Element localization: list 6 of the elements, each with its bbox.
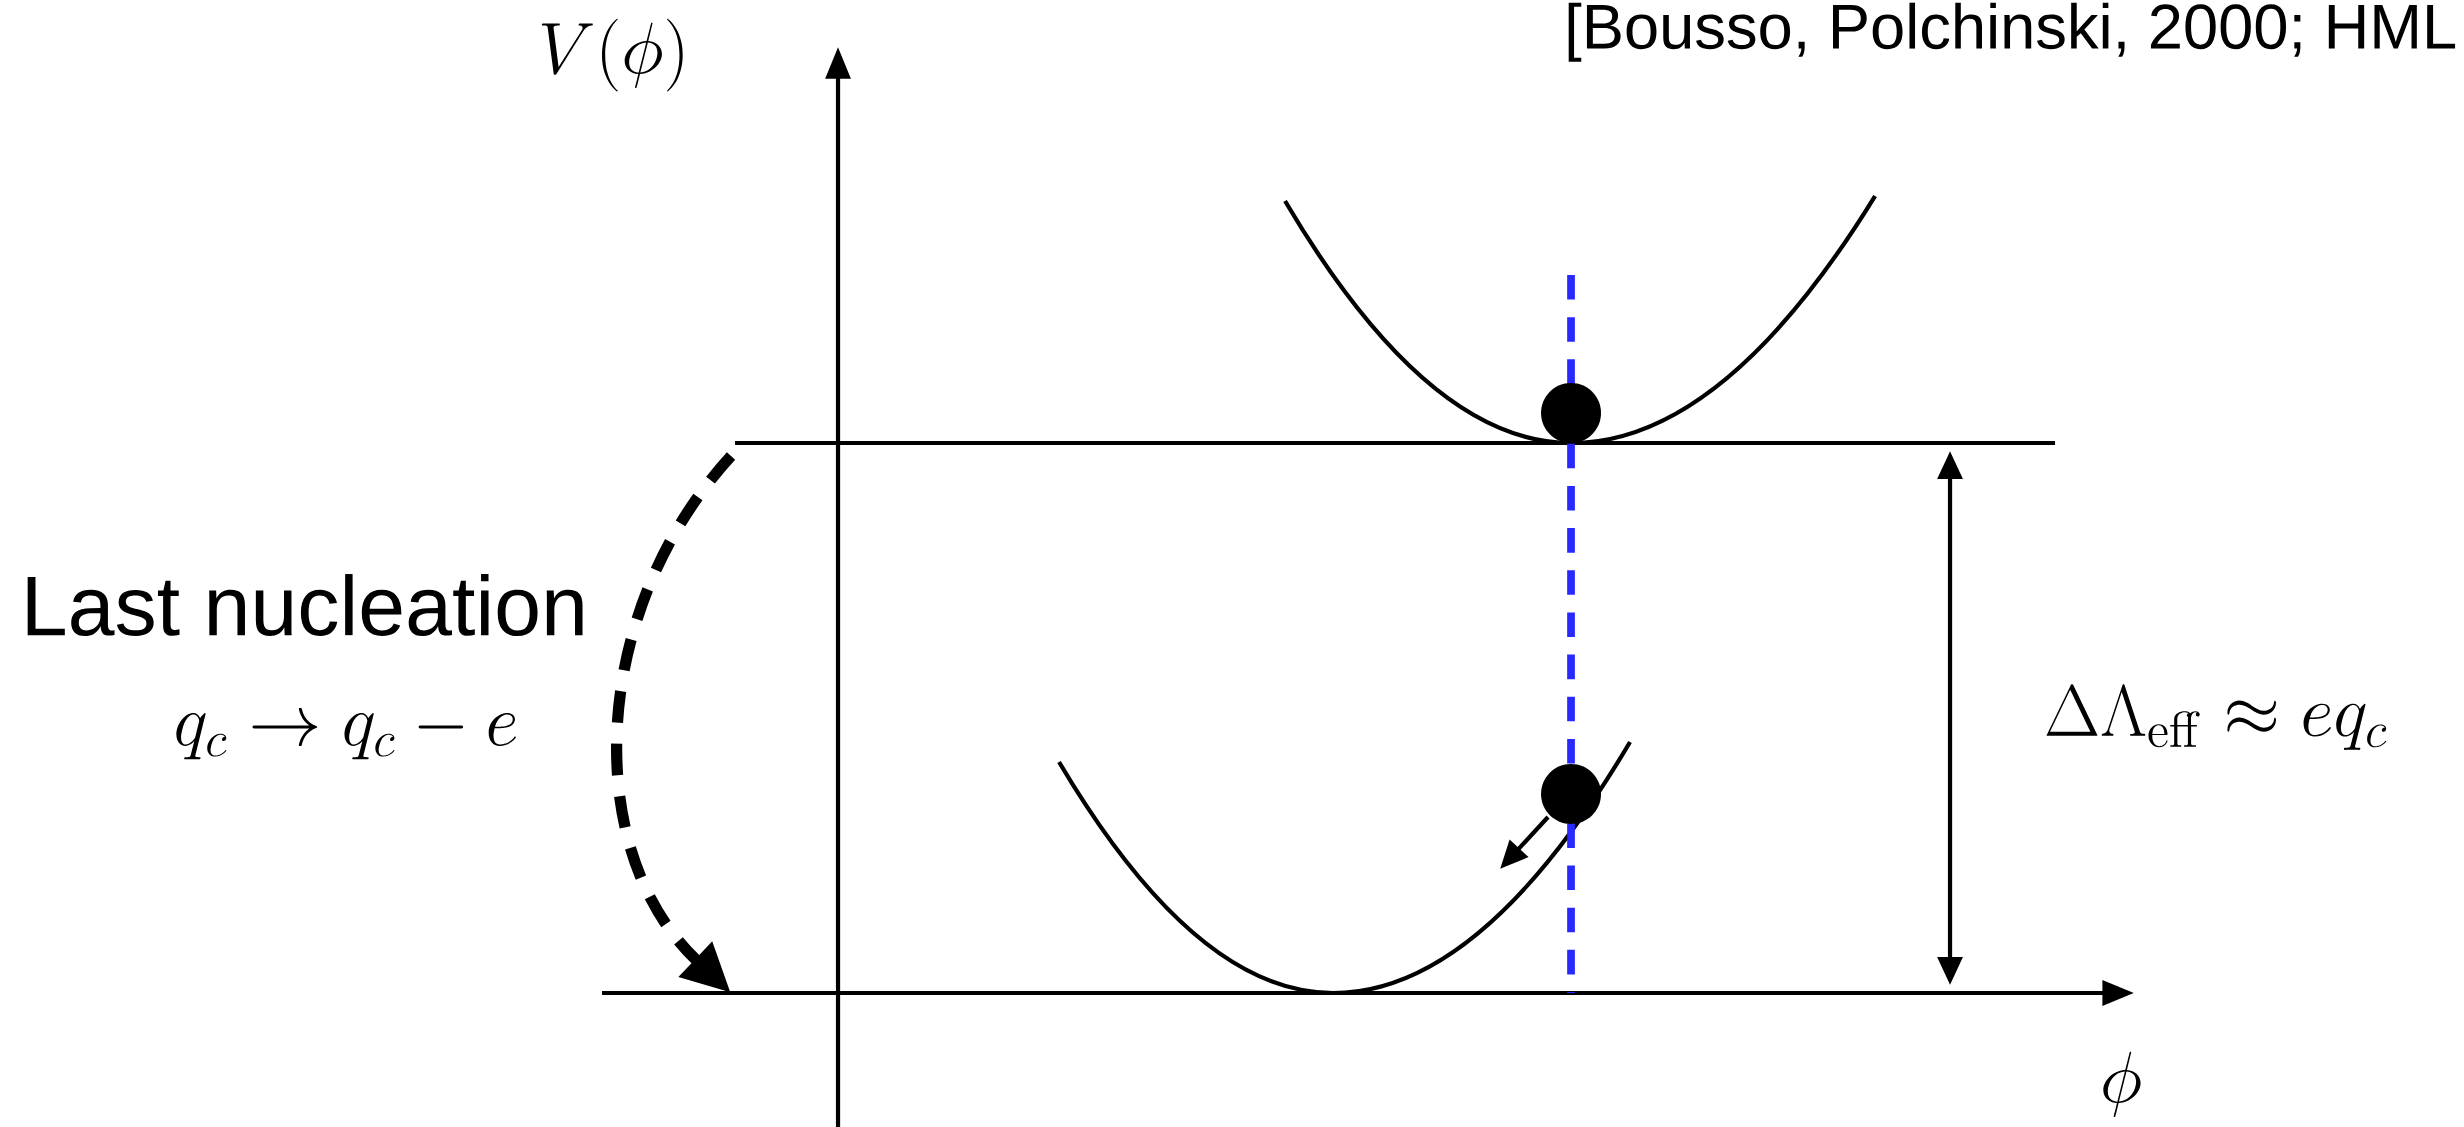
annotation-text: Last nucleation bbox=[27, 574, 583, 636]
citation-text: [Bousso, Polchinski, 2000; HML bbox=[1568, 2, 2456, 62]
formula-label: $\Delta\Lambda_{\rm eff} \approx e q_c$ bbox=[2046, 684, 2387, 750]
formula-label: $q_c \to q_c - e$ bbox=[176, 707, 516, 760]
axis-label: $\phi$ bbox=[2103, 1051, 2141, 1118]
axis-label: $V(\phi)$ bbox=[541, 18, 683, 92]
